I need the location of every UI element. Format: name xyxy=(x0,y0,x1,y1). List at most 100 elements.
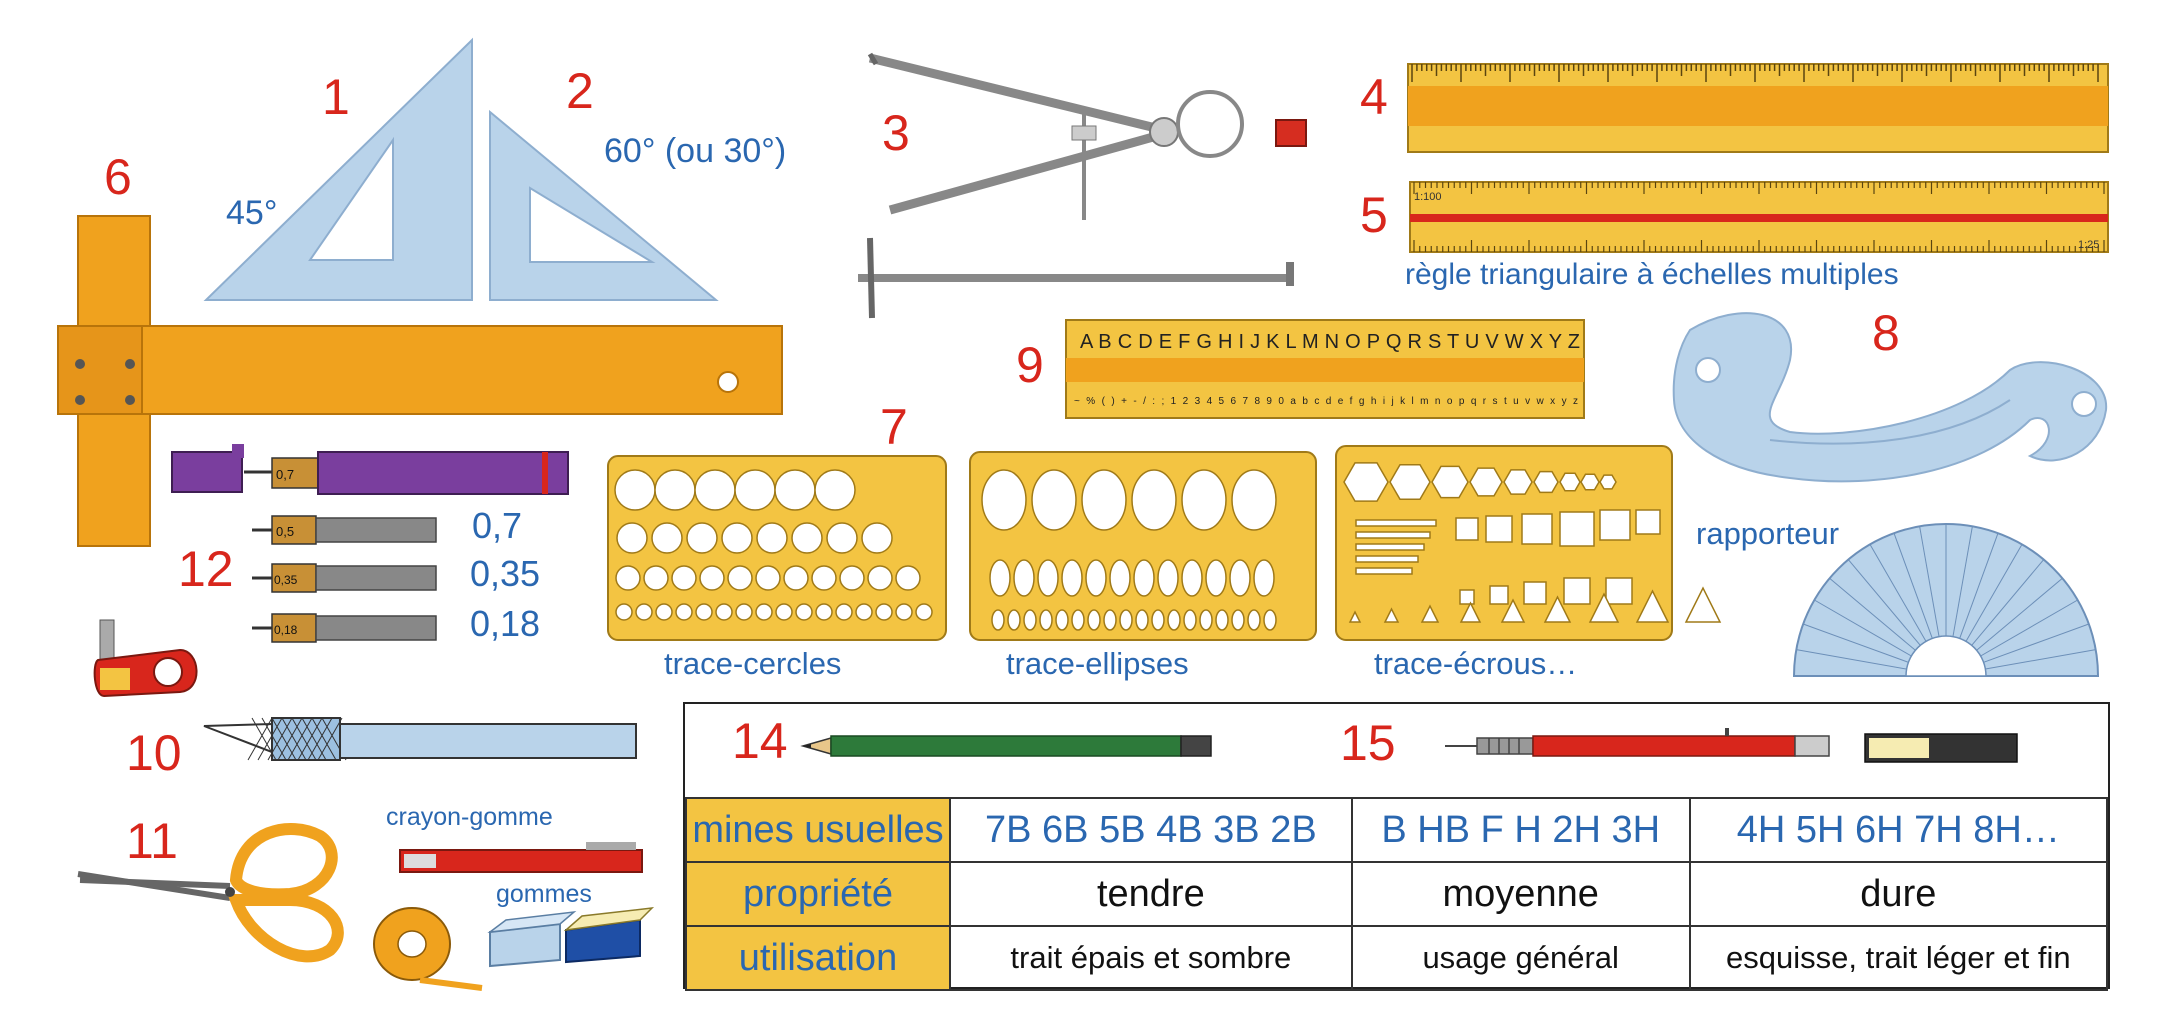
ellipse-hole xyxy=(1081,469,1127,531)
circle-hole xyxy=(756,522,788,554)
label-number-3: 3 xyxy=(882,105,910,161)
nut-square xyxy=(1559,511,1595,547)
protractor-ray xyxy=(1980,599,2078,657)
circle-hole xyxy=(783,565,809,591)
nut-triangle xyxy=(1383,607,1400,623)
ellipse-hole xyxy=(1109,559,1131,597)
label-number-7: 7 xyxy=(880,399,908,455)
circle-hole xyxy=(814,469,856,511)
pen-tag: 0,35 xyxy=(274,573,298,587)
table-cell: usage général xyxy=(1350,925,1691,991)
circle-template-label: trace-cercles xyxy=(664,646,842,681)
pen-size-label: 0,18 xyxy=(470,603,541,644)
ellipse-hole xyxy=(1157,559,1179,597)
label-number-12: 12 xyxy=(178,541,234,597)
label-number-10: 10 xyxy=(126,725,182,781)
knife-hatch-line xyxy=(307,717,333,761)
circle-hole xyxy=(755,565,781,591)
angle-60-label: 60° (ou 30°) xyxy=(604,132,787,170)
ellipse-hole xyxy=(1023,609,1037,631)
table-cell: trait épais et sombre xyxy=(949,925,1353,991)
label-number-5: 5 xyxy=(1360,187,1388,243)
nut-square xyxy=(1521,513,1553,545)
circle-hole xyxy=(655,603,673,621)
protractor-label: rapporteur xyxy=(1696,516,1840,551)
protractor-ray xyxy=(1971,559,2045,646)
circle-hole xyxy=(635,603,653,621)
nut-slot xyxy=(1355,567,1413,575)
nut-square xyxy=(1599,509,1631,541)
ellipse-hole xyxy=(1037,559,1059,597)
scale-ruler-scale-left: 1:100 xyxy=(1414,191,1442,203)
label-number-2: 2 xyxy=(566,63,594,119)
ellipse-hole xyxy=(1247,609,1261,631)
nut-triangle xyxy=(1635,589,1670,623)
knife-hatch-line xyxy=(287,717,313,761)
protractor-ray xyxy=(1847,559,1921,646)
knife-hatch-line xyxy=(317,717,343,761)
circle-hole xyxy=(616,522,648,554)
ellipse-hole xyxy=(1199,609,1213,631)
protractor-ray xyxy=(1952,526,1973,637)
nut-hole xyxy=(1533,470,1559,494)
label-number-1: 1 xyxy=(322,69,350,125)
row-header: utilisation xyxy=(685,925,951,991)
pen-tag: 0,5 xyxy=(276,524,294,539)
nut-square xyxy=(1489,585,1509,605)
erasers-label: gommes xyxy=(496,880,592,908)
circle-hole xyxy=(671,565,697,591)
nut-square xyxy=(1635,509,1661,535)
circle-hole xyxy=(615,603,633,621)
nut-hole xyxy=(1389,463,1431,501)
nut-square xyxy=(1455,517,1479,541)
nut-triangle xyxy=(1348,610,1362,623)
circle-hole xyxy=(826,522,858,554)
label-number-6: 6 xyxy=(104,149,132,205)
table-row: propriété tendre moyenne dure xyxy=(685,861,2109,927)
nut-hole xyxy=(1599,474,1617,490)
nut-hole xyxy=(1431,465,1469,499)
circle-hole xyxy=(875,603,893,621)
scale-ruler-scale-right: 1:25 xyxy=(2078,239,2099,251)
ellipse-hole xyxy=(1151,609,1165,631)
label-number-9: 9 xyxy=(1016,337,1044,393)
ellipse-hole xyxy=(1133,559,1155,597)
label-number-8: 8 xyxy=(1872,305,1900,361)
knife-hatch-line xyxy=(267,717,293,761)
nut-hole xyxy=(1343,462,1389,502)
protractor-ray xyxy=(1985,649,2096,670)
pen-size-label: 0,35 xyxy=(470,553,541,594)
table-row: mines usuelles 7B 6B 5B 4B 3B 2B B HB F … xyxy=(685,797,2109,863)
circle-hole xyxy=(735,603,753,621)
ellipse-hole xyxy=(1103,609,1117,631)
nut-triangle xyxy=(1500,598,1526,623)
ellipse-hole xyxy=(1085,559,1107,597)
circle-hole xyxy=(615,565,641,591)
ellipse-hole xyxy=(1119,609,1133,631)
table-row: utilisation trait épais et sombre usage … xyxy=(685,925,2109,991)
knife-hatch-line xyxy=(247,717,273,761)
circle-hole xyxy=(815,603,833,621)
circle-hole xyxy=(727,565,753,591)
knife-hatch-line xyxy=(297,717,323,761)
protractor-ray xyxy=(1976,577,2063,651)
nut-triangle xyxy=(1459,601,1482,623)
nut-hole xyxy=(1469,467,1503,497)
circle-hole xyxy=(791,522,823,554)
ellipse-hole xyxy=(981,469,1027,531)
circle-hole xyxy=(835,603,853,621)
pen-tag: 0,7 xyxy=(276,467,294,482)
circle-hole xyxy=(721,522,753,554)
ellipse-hole xyxy=(1131,469,1177,531)
pen-tag: 0,18 xyxy=(274,623,298,637)
protractor-ray xyxy=(1814,599,1912,657)
nut-hole xyxy=(1559,472,1581,492)
